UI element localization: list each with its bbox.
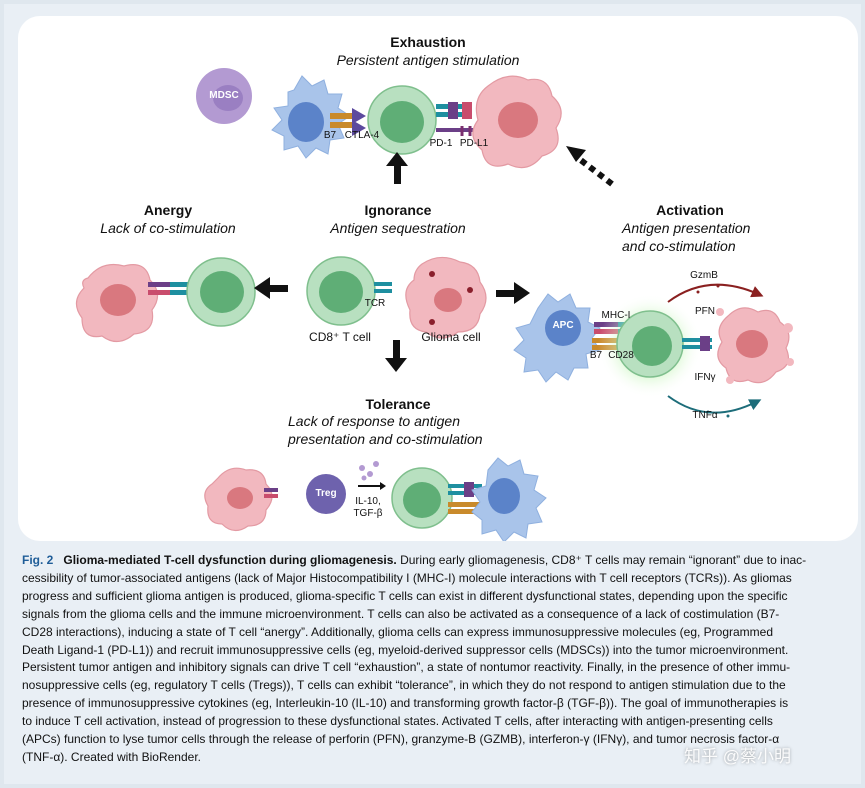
tolerance-subtitle-2: presentation and co-stimulation: [288, 431, 483, 447]
pd1-pdl1-molecules: [436, 102, 474, 136]
il10-label: IL-10,: [355, 496, 381, 507]
anergy-subtitle: Lack of co-stimulation: [100, 220, 236, 236]
caption-line-1: Fig. 2 Glioma-mediated T-cell dysfunctio…: [22, 552, 852, 570]
arrow-to-tolerance: [385, 340, 407, 372]
figure-caption: Fig. 2 Glioma-mediated T-cell dysfunctio…: [22, 552, 852, 767]
cd8-t-cell-label: CD8⁺ T cell: [309, 330, 371, 344]
caption-line-5: CD28 interactions), inducing a state of …: [22, 624, 774, 639]
treg-label: Treg: [315, 488, 337, 499]
treg-cell: [306, 474, 346, 514]
glioma-cell-ignorance: [405, 256, 487, 339]
mhc-tcr-anergy: [148, 282, 192, 295]
exhaustion-title: Exhaustion: [390, 34, 466, 50]
tnfa-label: TNFα: [692, 410, 718, 421]
illustration-area: Exhaustion Persistent antigen stimulatio…: [18, 16, 858, 543]
t-cell-activated: [598, 294, 712, 398]
pd1-label: PD-1: [429, 138, 453, 149]
gzmb-label: GzmB: [690, 270, 718, 281]
caption-line-4: signals from the glioma cells and the im…: [22, 606, 780, 621]
mdsc-label: MDSC: [209, 90, 239, 101]
tolerance-subtitle-1: Lack of response to antigen: [288, 413, 461, 429]
t-cell-tolerance: [391, 467, 482, 529]
caption-line-12: (TNF-α). Created with BioRender.: [22, 749, 201, 764]
cytokine-dots: [358, 461, 386, 490]
illustration-svg: [75, 68, 794, 543]
dashed-arrow-activation-to-exhaustion: [566, 146, 614, 187]
mdsc-cell: [196, 68, 252, 124]
caption-line-8: nosuppressive cells (eg, regulatory T ce…: [22, 678, 786, 693]
caption-text-1: During early gliomagenesis, CD8⁺ T cells…: [400, 553, 807, 567]
tcr-label: TCR: [364, 298, 386, 309]
watermark: 知乎 @蔡小明: [684, 747, 791, 766]
ctla4-label: CTLA-4: [344, 130, 380, 141]
caption-line-9: presence of immunosuppressive cytokines …: [22, 696, 789, 711]
pdl1-label: PD-L1: [459, 138, 489, 149]
lysed-tumor-cell: [716, 307, 794, 384]
caption-line-3: progress and sufficient glioma antigen i…: [22, 588, 788, 603]
activation-subtitle-1: Antigen presentation: [622, 220, 751, 236]
cytotoxic-release-arrows: [667, 283, 764, 418]
ifng-label: IFNγ: [694, 372, 716, 383]
caption-line-6: Death Ligand-1 (PD-L1)) and recruit immu…: [22, 642, 789, 657]
ignorance-subtitle: Antigen sequestration: [330, 220, 466, 236]
b7-activation-label: B7: [589, 350, 603, 361]
pfn-label: PFN: [695, 306, 715, 317]
cd28-label: CD28: [608, 350, 634, 361]
caption-line-7: Persistent tumor antigen and inhibitory …: [22, 660, 791, 675]
glioma-cell-tolerance: [204, 467, 278, 532]
caption-line-2: cessibility of tumor-associated antigens…: [22, 570, 792, 585]
caption-line-10: to induce T cell activation, instead of …: [22, 714, 773, 729]
b7-label: B7: [323, 130, 337, 141]
caption-line-11: (APCs) function to lyse tumor cells thro…: [22, 732, 780, 747]
caption-fig-label: Fig. 2: [22, 553, 54, 567]
glioma-cell-label: Glioma cell: [421, 330, 481, 344]
ignorance-title: Ignorance: [364, 202, 432, 218]
apc-cell-exhaustion: [271, 75, 351, 159]
exhaustion-subtitle: Persistent antigen stimulation: [336, 52, 520, 68]
mhc1-label: MHC-I: [601, 310, 631, 321]
anergy-title: Anergy: [143, 202, 193, 218]
tgfb-label: TGF-β: [353, 508, 383, 519]
caption-title: Glioma-mediated T-cell dysfunction durin…: [63, 553, 397, 567]
arrow-to-exhaustion: [386, 152, 408, 184]
apc-cell-activation: [513, 293, 601, 383]
t-cell-anergy: [186, 257, 256, 327]
apc-label: APC: [552, 320, 574, 331]
apc-cell-tolerance: [471, 457, 547, 543]
tolerance-title: Tolerance: [365, 396, 431, 412]
activation-title: Activation: [656, 202, 724, 218]
t-cell-ignorance: [306, 256, 392, 326]
glioma-cell-anergy: [75, 263, 159, 343]
arrow-to-anergy: [254, 277, 288, 299]
glioma-cell-exhaustion: [472, 75, 562, 169]
activation-subtitle-2: and co-stimulation: [622, 238, 736, 254]
t-cell-exhaustion: [367, 85, 437, 155]
arrow-to-activation: [496, 282, 530, 304]
b7-ctla4-molecules: [330, 108, 366, 136]
